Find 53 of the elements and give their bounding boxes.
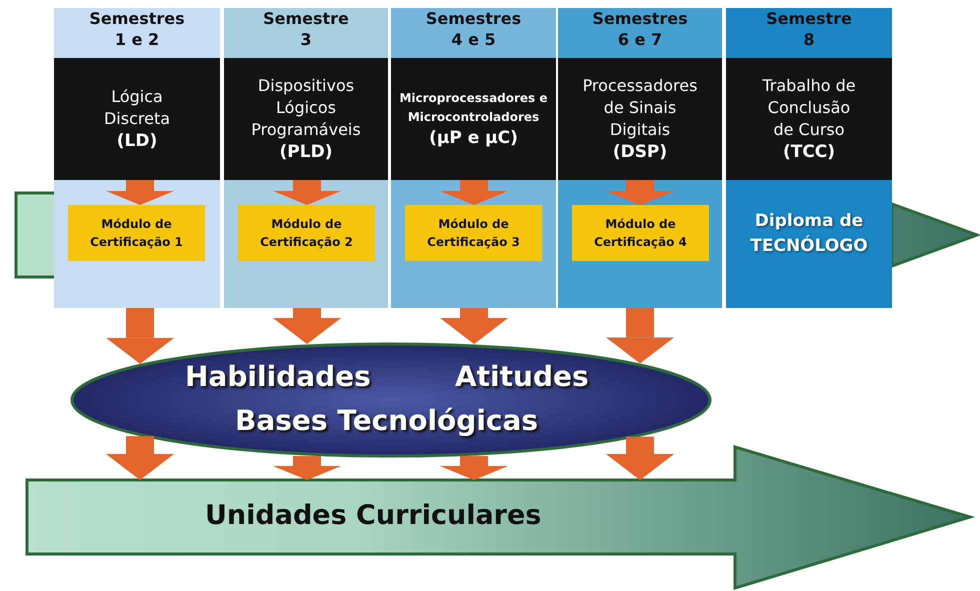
block-arrow <box>273 456 341 480</box>
curriculum-label: Unidades Curriculares <box>205 500 542 531</box>
course-name: Microprocessadores e Microcontroladores <box>398 90 548 126</box>
course-box <box>391 58 556 180</box>
block-arrow <box>273 180 341 205</box>
semester-heading: Semestres 1 e 2 <box>88 8 186 50</box>
block-arrow <box>106 308 174 364</box>
certification-module <box>68 205 205 261</box>
block-arrow <box>606 180 674 205</box>
course-box <box>54 58 220 180</box>
block-arrow <box>106 180 174 205</box>
course-box <box>726 58 892 180</box>
module-label: Módulo de Certificação 1 <box>89 216 184 251</box>
semester-heading: Semestres 6 e 7 <box>591 8 689 50</box>
course-name: Trabalho de Conclusão de Curso <box>761 75 857 141</box>
block-arrow <box>273 308 341 344</box>
block-arrow <box>440 308 508 344</box>
course-box <box>558 58 722 180</box>
module-label: Módulo de Certificação 4 <box>593 216 688 251</box>
timeline-arrow <box>892 202 980 268</box>
module-label: Módulo de Certificação 2 <box>259 216 354 251</box>
course-acronym: (TCC) <box>782 141 836 163</box>
course-acronym: (μP e μC) <box>428 127 519 149</box>
competence-label: Atitudes <box>455 360 589 393</box>
semester-column <box>726 8 892 308</box>
course-acronym: (DSP) <box>612 141 668 163</box>
semester-column <box>391 8 556 308</box>
competence-label: Habilidades <box>185 360 371 393</box>
competence-ellipse <box>70 342 712 458</box>
semester-heading: Semestre 3 <box>262 8 350 50</box>
certification-module <box>572 205 709 261</box>
competence-label: Bases Tecnológicas <box>235 404 538 437</box>
certification-module <box>405 205 542 261</box>
course-acronym: (PLD) <box>278 141 334 163</box>
block-arrow <box>106 436 174 480</box>
course-name: Lógica Discreta <box>102 86 172 130</box>
block-arrow <box>440 180 508 205</box>
block-arrow <box>440 456 508 480</box>
semester-column <box>558 8 722 308</box>
course-name: Dispositivos Lógicos Programáveis <box>250 75 362 141</box>
semester-heading: Semestre 8 <box>765 8 853 50</box>
course-name: Processadores de Sinais Digitais <box>582 75 698 141</box>
block-arrow <box>606 308 674 364</box>
block-arrow <box>606 436 674 480</box>
curriculum-arrow <box>25 445 973 591</box>
semester-heading: Semestres 4 e 5 <box>424 8 522 50</box>
module-label: Módulo de Certificação 3 <box>426 216 521 251</box>
course-acronym: (LD) <box>116 130 158 152</box>
semester-column <box>224 8 388 308</box>
course-box <box>224 58 388 180</box>
semester-column <box>54 8 220 308</box>
diploma-label: Diploma de TECNÓLOGO <box>749 210 869 258</box>
certification-module <box>238 205 375 261</box>
